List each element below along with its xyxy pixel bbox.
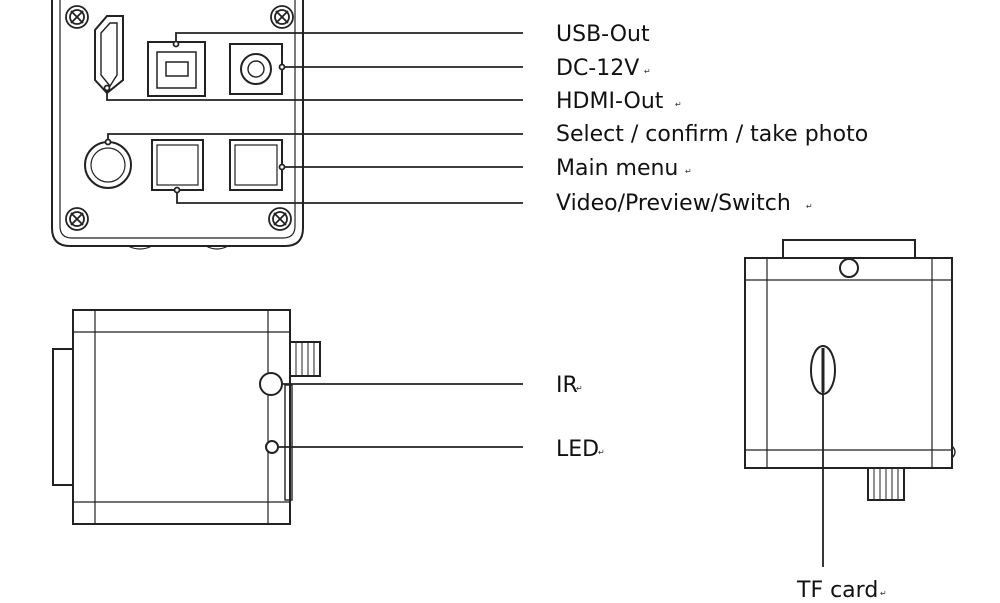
side-view: [52, 309, 321, 525]
return-mark-icon: ↵: [675, 100, 682, 109]
label-ir: IR: [556, 373, 578, 398]
return-mark-icon: ↵: [685, 167, 692, 176]
leader-lines-side: [279, 383, 523, 448]
corner-screw-bottom-left: [65, 207, 89, 231]
usb-port-icon: [147, 41, 206, 97]
corner-screw-top-right: [270, 5, 294, 29]
label-video-switch: Video/Preview/Switch: [556, 191, 791, 216]
label-main-menu: Main menu: [556, 156, 678, 181]
rear-panel: [51, 0, 304, 250]
tf-view: [744, 239, 956, 501]
select-knob-icon: [84, 141, 132, 189]
tf-card-slot-icon: [810, 345, 836, 395]
hdmi-port-icon: [94, 15, 124, 95]
label-usb-out: USB-Out: [556, 22, 650, 47]
return-mark-icon: ↵: [598, 448, 605, 457]
label-led: LED: [556, 437, 599, 462]
label-select-confirm: Select / confirm / take photo: [556, 122, 868, 147]
leader-lines-rear: [103, 32, 523, 204]
main-menu-button-icon: [229, 139, 283, 191]
return-mark-icon: ↵: [880, 589, 887, 598]
dc-jack-icon: [229, 43, 283, 95]
return-mark-icon: ↵: [806, 202, 813, 211]
corner-screw-top-left: [65, 5, 89, 29]
return-mark-icon: ↵: [644, 67, 651, 76]
video-switch-button-icon: [151, 139, 204, 191]
label-dc-12v: DC-12V: [556, 56, 639, 81]
label-hdmi-out: HDMI-Out: [556, 89, 664, 114]
return-mark-icon: ↵: [576, 384, 583, 393]
corner-screw-bottom-right: [268, 207, 292, 231]
label-tf-card: TF card: [796, 578, 878, 603]
